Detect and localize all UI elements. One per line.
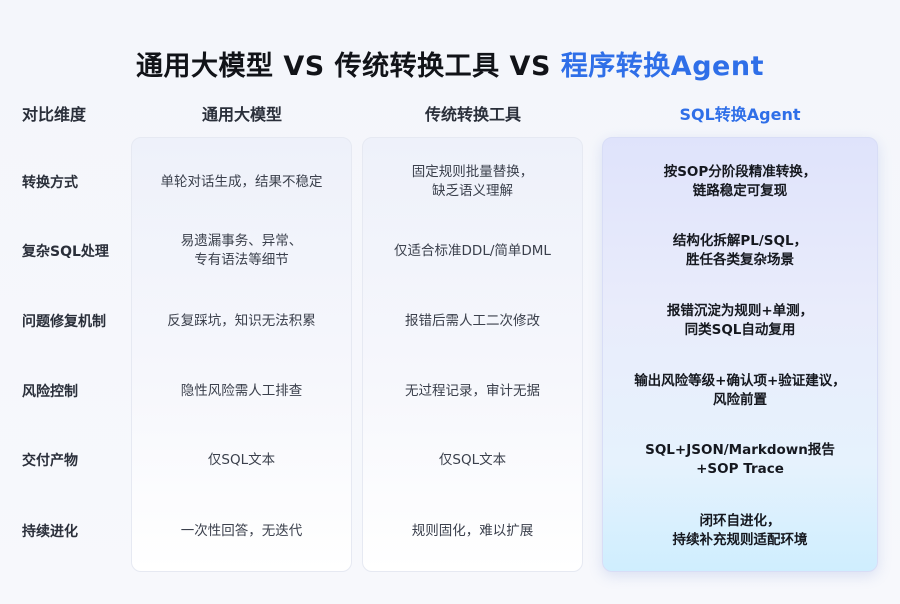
cell-traditional-tool: 仅适合标准DDL/简单DML [394, 242, 551, 259]
table-row: 转换方式 单轮对话生成，结果不稳定 固定规则批量替换， 缺乏语义理解 按SOP分… [0, 147, 900, 217]
table-header: 对比维度 通用大模型 传统转换工具 SQL转换Agent [0, 101, 900, 125]
cell-general-llm: 隐性风险需人工排查 [180, 382, 303, 399]
cell-sql-agent: 输出风险等级+确认项+验证建议， 风险前置 [634, 373, 846, 408]
column-card-general-llm [131, 137, 352, 572]
row-label: 复杂SQL处理 [22, 244, 109, 260]
row-label: 转换方式 [22, 175, 78, 191]
table-row: 问题修复机制 反复踩坑，知识无法积累 报错后需人工二次修改 报错沉淀为规则+单测… [0, 286, 900, 356]
table-row: 持续进化 一次性回答，无迭代 规则固化，难以扩展 闭环自进化， 持续补充规则适配… [0, 496, 900, 566]
cell-sql-agent: 按SOP分阶段精准转换， 链路稳定可复现 [663, 164, 817, 199]
column-card-sql-agent [602, 137, 878, 572]
title-accent: 程序转换Agent [560, 51, 764, 82]
cell-general-llm: 一次性回答，无迭代 [180, 522, 303, 539]
page-title: 通用大模型 VS 传统转换工具 VS 程序转换Agent [0, 44, 900, 83]
cell-sql-agent: 结构化拆解PL/SQL， 胜任各类复杂场景 [672, 233, 808, 268]
cell-traditional-tool: 仅SQL文本 [438, 451, 507, 468]
header-traditional-tool: 传统转换工具 [424, 105, 521, 124]
cell-sql-agent: 报错沉淀为规则+单测， 同类SQL自动复用 [666, 303, 814, 338]
cell-traditional-tool: 固定规则批量替换， 缺乏语义理解 [411, 164, 534, 199]
cell-general-llm: 单轮对话生成，结果不稳定 [160, 173, 323, 190]
cell-sql-agent: 闭环自进化， 持续补充规则适配环境 [672, 513, 808, 548]
row-label: 问题修复机制 [22, 314, 106, 330]
cell-traditional-tool: 规则固化，难以扩展 [411, 522, 534, 539]
cell-general-llm: 反复踩坑，知识无法积累 [167, 312, 316, 329]
cell-sql-agent: SQL+JSON/Markdown报告 +SOP Trace [645, 442, 835, 477]
cell-general-llm: 仅SQL文本 [207, 451, 276, 468]
cell-traditional-tool: 无过程记录，审计无据 [405, 382, 540, 399]
table-row: 复杂SQL处理 易遗漏事务、异常、 专有语法等细节 仅适合标准DDL/简单DML… [0, 216, 900, 286]
row-label: 风险控制 [22, 384, 78, 400]
table-row: 交付产物 仅SQL文本 仅SQL文本 SQL+JSON/Markdown报告 +… [0, 425, 900, 495]
cell-traditional-tool: 报错后需人工二次修改 [405, 312, 540, 329]
table-row: 风险控制 隐性风险需人工排查 无过程记录，审计无据 输出风险等级+确认项+验证建… [0, 356, 900, 426]
title-main: 通用大模型 VS 传统转换工具 VS [136, 51, 561, 82]
cell-general-llm: 易遗漏事务、异常、 专有语法等细节 [180, 233, 303, 268]
header-dimension: 对比维度 [22, 105, 87, 124]
header-general-llm: 通用大模型 [201, 105, 282, 124]
row-label: 交付产物 [22, 453, 78, 469]
column-card-traditional-tool [362, 137, 583, 572]
row-label: 持续进化 [22, 524, 78, 540]
header-sql-agent: SQL转换Agent [679, 105, 801, 124]
